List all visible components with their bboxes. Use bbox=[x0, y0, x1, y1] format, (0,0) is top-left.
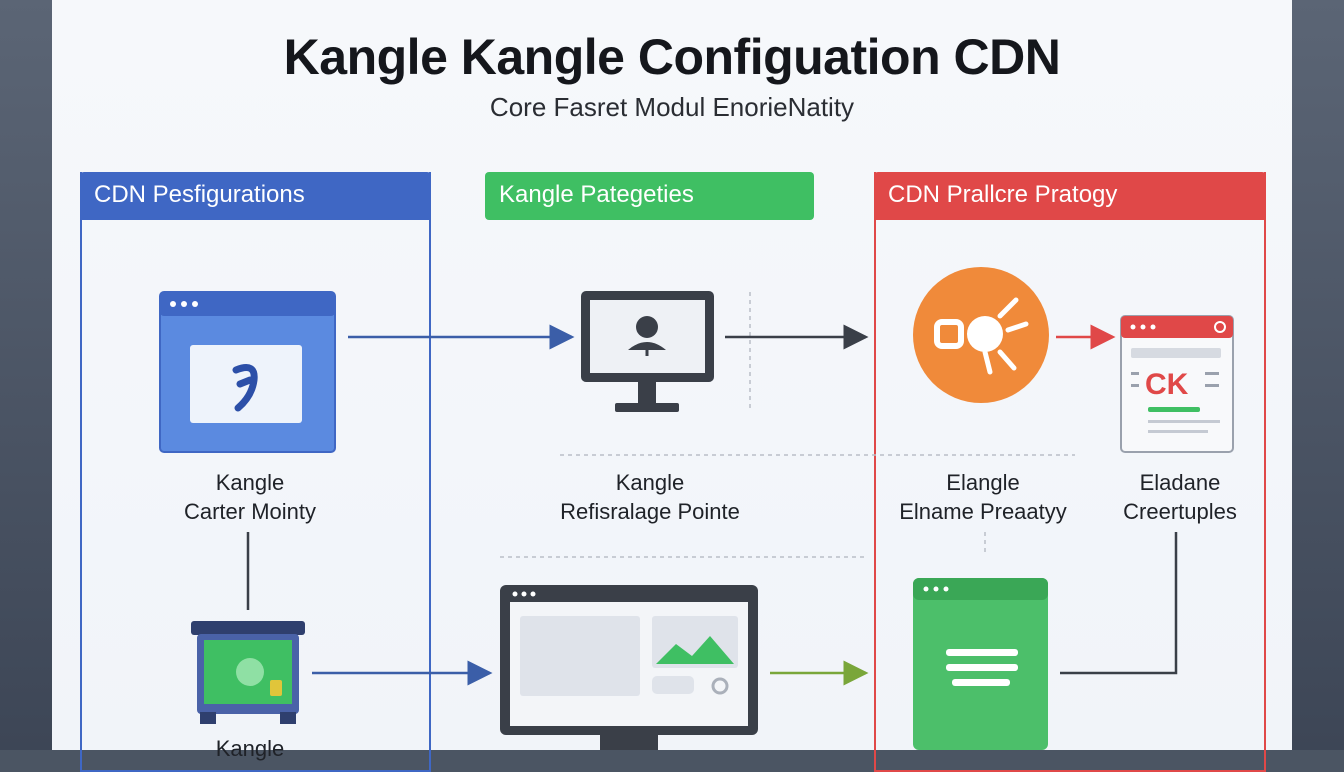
dashed-separators bbox=[500, 292, 1075, 558]
node-label-5: Kangle bbox=[150, 734, 350, 763]
browser-window-icon bbox=[159, 291, 336, 453]
node-label-1-line2: Carter Mointy bbox=[183, 499, 317, 524]
node-label-3: Elangle Elname Preaatyy bbox=[880, 468, 1086, 526]
monitor-user-icon bbox=[581, 291, 714, 412]
code-window-badge: CK bbox=[1145, 368, 1189, 401]
node-label-1: Kangle Carter Mointy bbox=[150, 468, 350, 526]
node-label-4-line1: Eladane bbox=[1139, 470, 1221, 495]
node-label-4: Eladane Creertuples bbox=[1100, 468, 1260, 526]
connector-arrows bbox=[246, 324, 1178, 686]
background-left-strip bbox=[0, 0, 60, 750]
column-header-cdn-configurations: CDN Pesfigurations bbox=[80, 172, 431, 220]
node-label-5-line1: Kangle bbox=[215, 736, 285, 761]
server-device-icon bbox=[191, 621, 305, 724]
diagram-graphics: CK bbox=[159, 267, 1234, 750]
mobile-app-icon bbox=[913, 578, 1048, 750]
lightbulb-icon bbox=[913, 267, 1049, 403]
background-right-strip bbox=[1284, 0, 1344, 750]
dashboard-monitor-icon bbox=[500, 585, 758, 750]
node-label-1-line1: Kangle bbox=[215, 470, 285, 495]
column-header-kangle-properties: Kangle Pategeties bbox=[485, 172, 814, 220]
node-label-3-line1: Elangle bbox=[946, 470, 1020, 495]
node-label-2-line1: Kangle bbox=[615, 470, 685, 495]
code-window-icon: CK bbox=[1120, 315, 1234, 453]
node-label-2: Kangle Refisralage Pointe bbox=[535, 468, 765, 526]
diagram-title: Kangle Kangle Configuation CDN bbox=[283, 29, 1061, 85]
diagram-subtitle: Core Fasret Modul EnorieNatity bbox=[489, 92, 855, 122]
column-header-cdn-protocol: CDN Prallcre Pratogy bbox=[874, 172, 1266, 220]
node-label-3-line2: Elname Preaatyy bbox=[899, 499, 1067, 524]
node-label-2-line2: Refisralage Pointe bbox=[560, 499, 740, 524]
node-label-4-line2: Creertuples bbox=[1123, 499, 1237, 524]
